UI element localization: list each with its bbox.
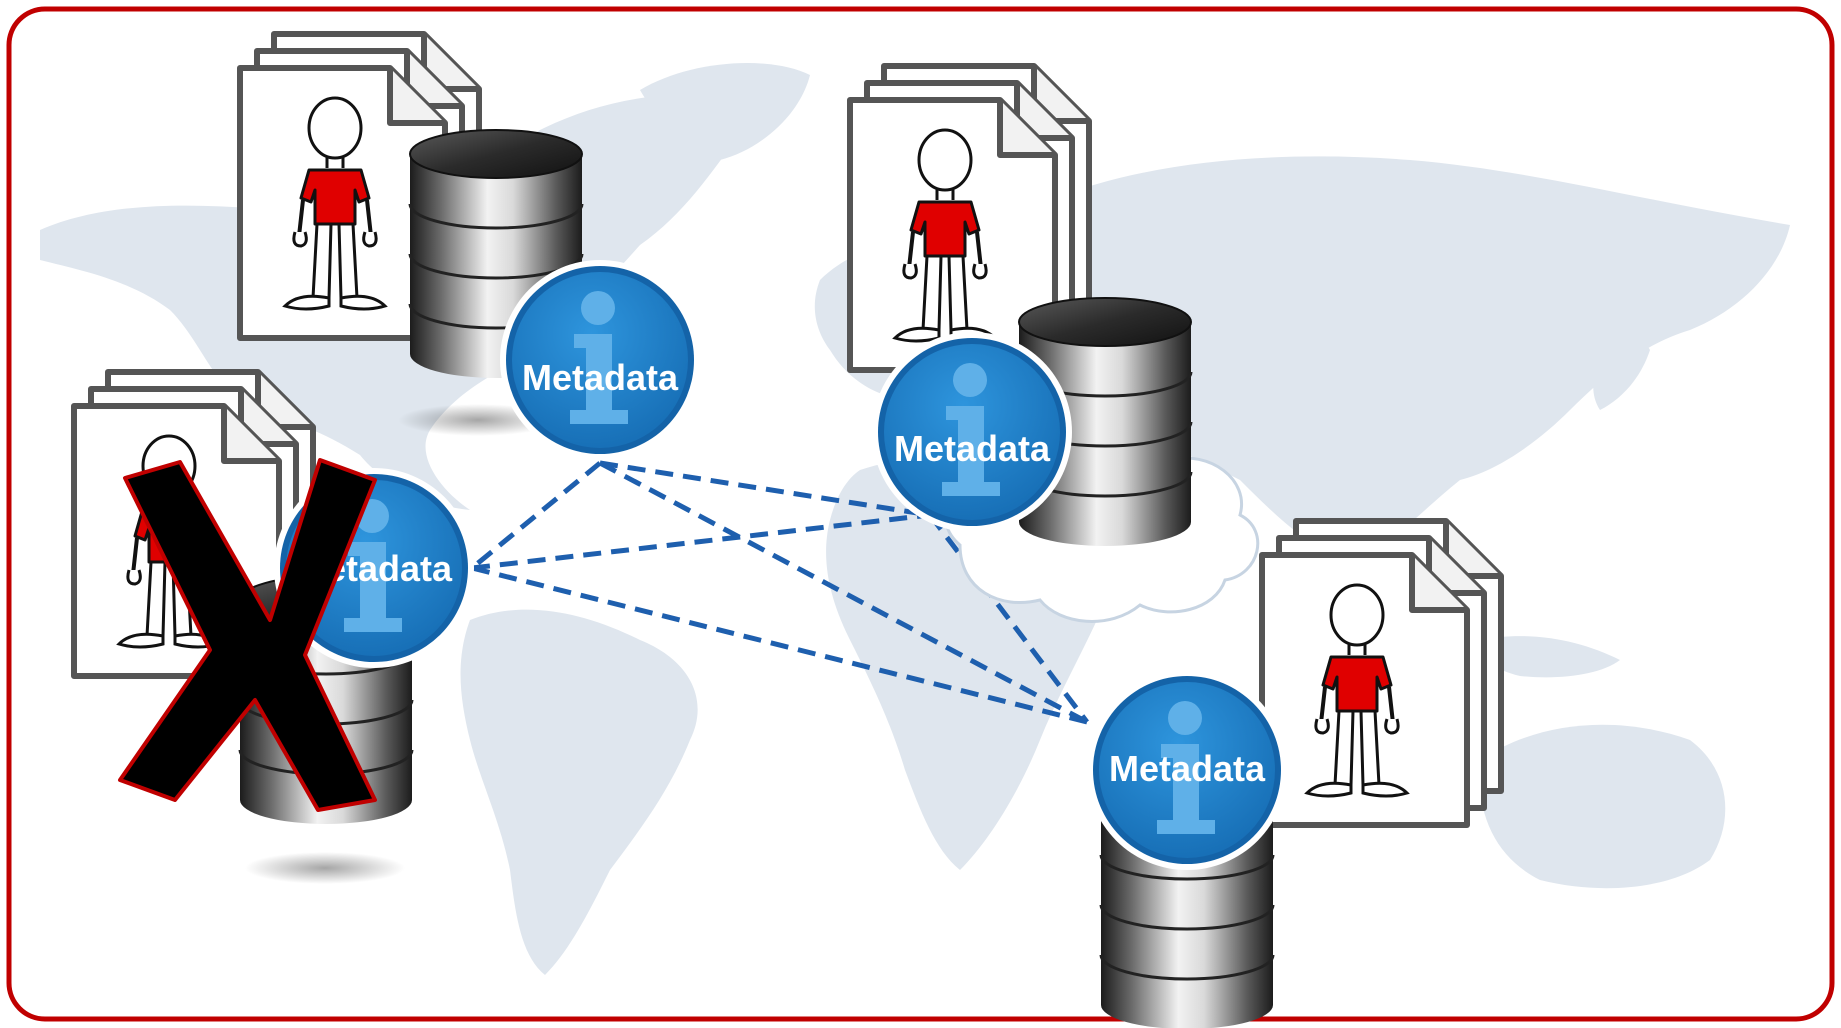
metadata-link-south-america-west-to-asia-pacific: [471, 565, 1088, 725]
metadata-link-north-america-to-asia-pacific: [598, 460, 1089, 725]
metadata-link-europe-to-asia-pacific: [928, 513, 1089, 724]
node-north-america: Metadata: [240, 34, 700, 460]
cross-mark-icon: [118, 458, 377, 812]
metadata-links: [470, 460, 1089, 725]
metadata-label: Metadata: [1109, 748, 1266, 789]
shadow: [245, 852, 405, 884]
document-stack-icon: [1262, 521, 1501, 825]
node-asia-pacific: Metadata: [1087, 521, 1501, 1028]
metadata-label: Metadata: [522, 357, 679, 398]
node-south-america-west: Metadata: [74, 372, 474, 884]
metadata-label: Metadata: [894, 428, 1051, 469]
metadata-link-south-america-west-to-europe: [471, 512, 931, 571]
node-europe: Metadata: [850, 66, 1260, 623]
